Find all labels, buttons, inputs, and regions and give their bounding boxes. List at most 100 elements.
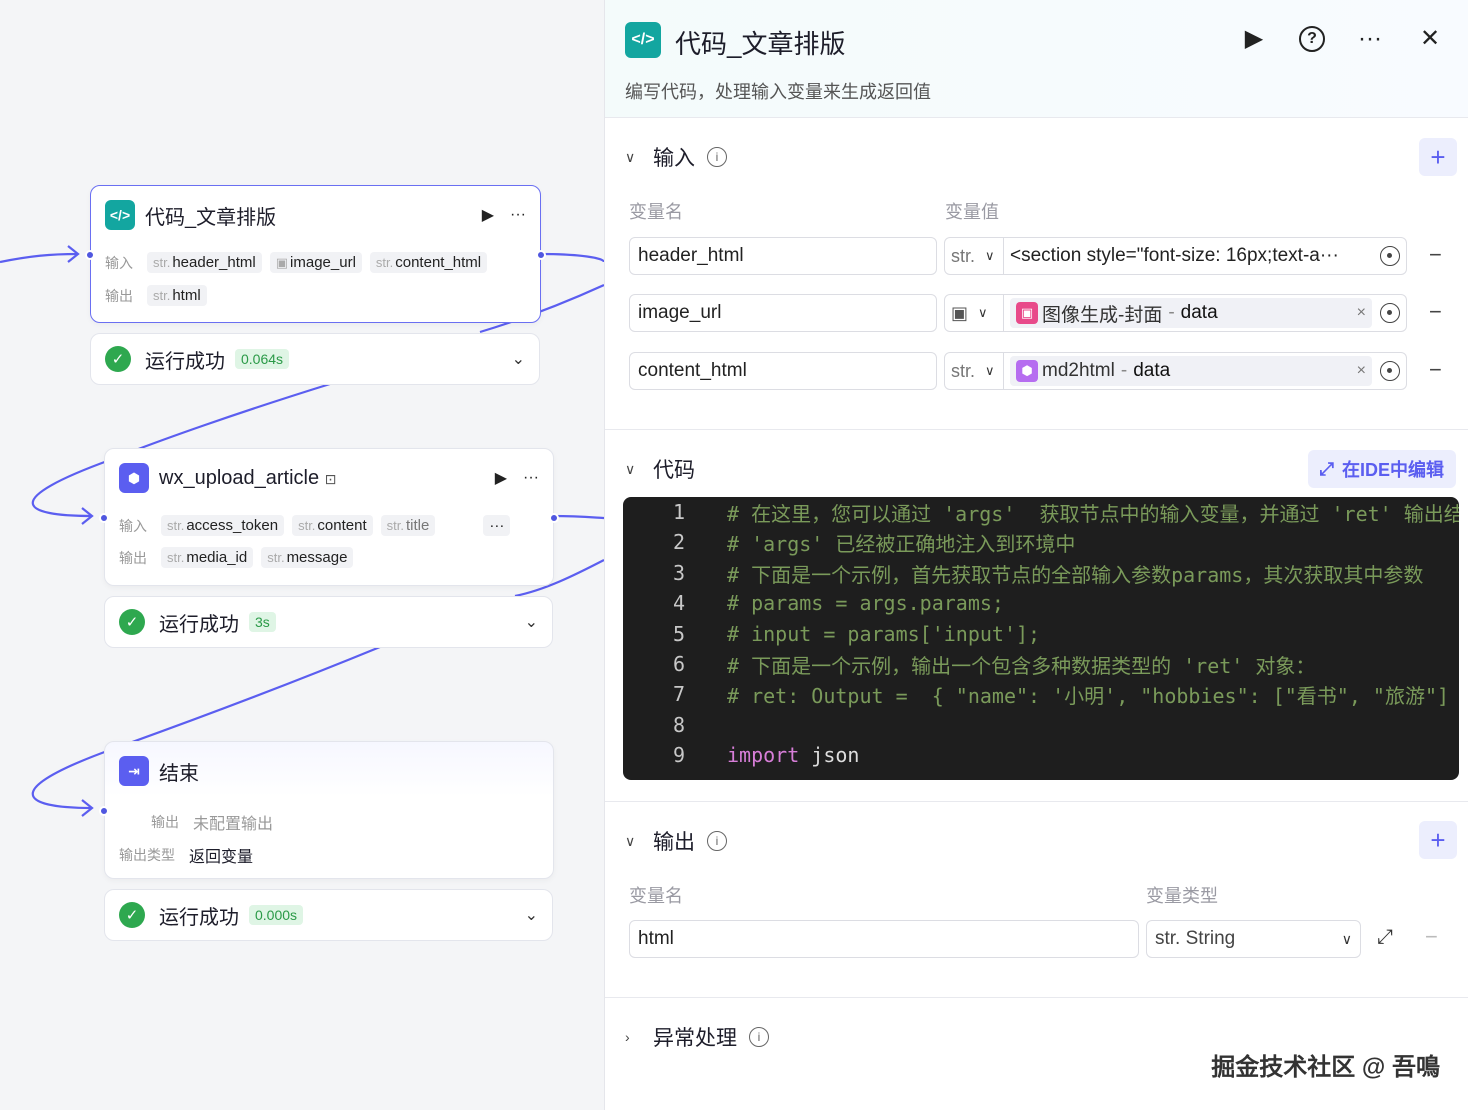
run-icon[interactable]: ▶ <box>481 207 495 224</box>
type-select[interactable]: str.∨ <box>944 352 1004 390</box>
workflow-canvas[interactable]: </> 代码_文章排版 ▶··· 输入 str.header_html ▣ima… <box>0 0 604 1110</box>
input-label: 输入 <box>105 254 133 271</box>
plugin-icon: ⬢ <box>119 463 149 493</box>
chevron-down-icon[interactable]: ⌄ <box>524 614 538 631</box>
add-input-button[interactable]: + <box>1419 138 1457 176</box>
node-title: wx_upload_article ⊡ <box>159 466 337 489</box>
chevron-down-icon: ∨ <box>985 363 995 378</box>
more-inputs-button[interactable]: ··· <box>483 515 511 536</box>
plugin-icon: ⬢ <box>1016 360 1038 382</box>
panel-description[interactable]: 编写代码，处理输入变量来生成返回值 <box>625 82 931 102</box>
remove-row-button[interactable]: − <box>1429 299 1442 324</box>
more-icon[interactable]: ··· <box>1358 24 1382 52</box>
code-icon: </> <box>625 22 661 58</box>
more-icon[interactable]: ··· <box>510 206 526 223</box>
column-header: 变量名 <box>629 886 683 906</box>
image-icon: ▣ <box>275 255 289 270</box>
check-icon: ✓ <box>119 902 145 928</box>
info-icon[interactable]: i <box>707 831 727 851</box>
input-port[interactable] <box>99 806 109 816</box>
input-section: ∨ 输入 i + 变量名 变量值 header_html str.∨ <sect… <box>605 118 1468 430</box>
chevron-down-icon[interactable]: ∨ <box>625 832 636 849</box>
output-label: 输出 <box>105 287 133 304</box>
info-icon[interactable]: i <box>749 1027 769 1047</box>
output-name-input[interactable]: html <box>629 920 1139 958</box>
variable-value-input[interactable]: ▣ 图像生成-封面-data × <box>1004 294 1407 332</box>
wire-in-node1 <box>0 252 79 264</box>
input-tag: ▣image_url <box>269 252 362 273</box>
run-icon[interactable]: ▶ <box>1244 25 1264 52</box>
input-port[interactable] <box>85 250 95 260</box>
output-tag: str.html <box>147 285 207 306</box>
code-section-header[interactable]: ∨ 代码 <box>625 459 695 482</box>
code-editor[interactable]: 1# 在这里，您可以通过 'args' 获取节点中的输入变量，并通过 'ret'… <box>623 497 1459 780</box>
more-icon[interactable]: ··· <box>523 469 539 486</box>
reference-icon[interactable] <box>1380 361 1400 381</box>
image-icon: ▣ <box>951 302 969 323</box>
add-output-button[interactable]: + <box>1419 821 1457 859</box>
input-tag: str.content_html <box>369 252 488 273</box>
chevron-down-icon: ∨ <box>978 305 988 320</box>
status-text: 运行成功 <box>159 906 239 929</box>
column-header: 变量名 <box>629 202 683 222</box>
chevron-down-icon[interactable]: ∨ <box>625 148 636 165</box>
end-node[interactable]: ⇥ 结束 输出 未配置输出 输出类型 返回变量 <box>99 741 554 879</box>
panel-header: </> 代码_文章排版 编写代码，处理输入变量来生成返回值 ▶ ? ··· ✕ <box>605 0 1468 118</box>
input-tag: str.content <box>292 515 373 536</box>
exception-section-header[interactable]: › 异常处理 i <box>625 1022 769 1052</box>
variable-name-input[interactable]: content_html <box>629 352 937 390</box>
output-tag: str.media_id <box>161 547 254 568</box>
duration-badge: 0.000s <box>249 905 304 925</box>
type-select[interactable]: str.∨ <box>944 237 1004 275</box>
node-title: 结束 <box>159 762 199 785</box>
reference-icon[interactable] <box>1380 246 1400 266</box>
panel-title[interactable]: 代码_文章排版 <box>675 29 846 59</box>
close-icon[interactable]: ✕ <box>1419 25 1441 52</box>
code-node[interactable]: </> 代码_文章排版 ▶··· 输入 str.header_html ▣ima… <box>85 185 546 323</box>
chevron-down-icon[interactable]: ⌄ <box>511 351 525 368</box>
run-icon[interactable]: ▶ <box>494 470 508 487</box>
output-tag: str.message <box>261 547 354 568</box>
column-header: 变量类型 <box>1146 886 1218 906</box>
variable-name-input[interactable]: image_url <box>629 294 937 332</box>
run-status[interactable]: ✓ 运行成功 0.064s ⌄ <box>90 333 540 385</box>
variable-value-input[interactable]: ⬢ md2html-data × <box>1004 352 1407 390</box>
variable-value-input[interactable]: <section style="font-size: 16px;text-a··… <box>1004 237 1407 275</box>
output-type-select[interactable]: str. String ∨ <box>1146 920 1361 958</box>
output-value: 未配置输出 <box>193 816 274 833</box>
output-section-header[interactable]: ∨ 输出 i <box>625 826 727 856</box>
type-select[interactable]: ▣∨ <box>944 294 1004 332</box>
status-text: 运行成功 <box>159 613 239 636</box>
run-status[interactable]: ✓ 运行成功 3s ⌄ <box>104 596 553 648</box>
chevron-down-icon[interactable]: ⌄ <box>524 907 538 924</box>
output-port[interactable] <box>549 513 559 523</box>
reference-tag[interactable]: ⬢ md2html-data × <box>1010 356 1372 386</box>
variable-name-input[interactable]: header_html <box>629 237 937 275</box>
output-type-label: 输出类型 <box>119 847 175 863</box>
input-section-header[interactable]: ∨ 输入 i <box>625 142 727 172</box>
input-port[interactable] <box>99 513 109 523</box>
help-icon[interactable]: ? <box>1299 25 1325 52</box>
exit-icon: ⇥ <box>119 756 149 786</box>
chevron-right-icon[interactable]: › <box>625 1029 630 1045</box>
duration-badge: 3s <box>249 612 276 632</box>
output-label: 输出 <box>151 814 179 830</box>
edit-in-ide-button[interactable]: ⤢在IDE中编辑 <box>1307 450 1456 488</box>
remove-row-button[interactable]: − <box>1429 357 1442 382</box>
input-tag: str.title <box>380 515 436 536</box>
reference-icon[interactable] <box>1380 303 1400 323</box>
reference-tag[interactable]: ▣ 图像生成-封面-data × <box>1010 298 1372 328</box>
code-section: ∨ 代码 <box>605 430 1468 802</box>
expand-icon[interactable]: ⤢ <box>1377 926 1393 948</box>
plugin-node[interactable]: ⬢ wx_upload_article ⊡ ▶··· 输入 str.access… <box>99 448 559 586</box>
column-header: 变量值 <box>945 202 999 222</box>
info-icon[interactable]: i <box>707 147 727 167</box>
output-port[interactable] <box>536 250 546 260</box>
run-status[interactable]: ✓ 运行成功 0.000s ⌄ <box>104 889 553 941</box>
status-text: 运行成功 <box>145 350 225 373</box>
chevron-down-icon[interactable]: ∨ <box>625 460 636 477</box>
chevron-down-icon: ∨ <box>985 248 995 263</box>
clear-icon[interactable]: × <box>1356 362 1366 379</box>
remove-row-button[interactable]: − <box>1429 242 1442 267</box>
clear-icon[interactable]: × <box>1356 304 1366 321</box>
